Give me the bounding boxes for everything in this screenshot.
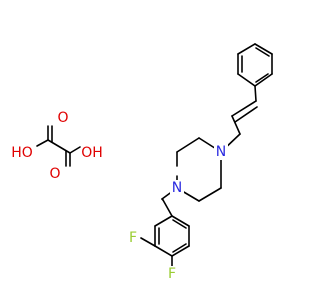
atom-f-left: F <box>129 230 137 246</box>
atom-f-bottom: F <box>168 266 176 282</box>
atom-n-upper: N <box>216 144 226 160</box>
bond <box>231 115 241 135</box>
atom-ho: HO <box>11 145 33 161</box>
bond <box>154 215 173 227</box>
bond <box>234 106 258 123</box>
atom-n-lower: N <box>172 180 182 196</box>
bond <box>171 215 190 227</box>
bond <box>255 73 269 83</box>
atom-o-top: O <box>57 110 68 126</box>
bond <box>254 85 257 102</box>
bond <box>69 146 81 154</box>
bond <box>172 219 187 229</box>
bond <box>162 199 173 217</box>
bond <box>255 47 270 57</box>
cinnamyl-group <box>231 43 273 135</box>
bond <box>176 137 200 153</box>
bond <box>140 237 156 247</box>
atom-labels: N N F F <box>126 144 228 282</box>
oxalic-acid: HO OH O O <box>11 110 103 182</box>
bond <box>254 43 273 55</box>
bond <box>231 100 257 117</box>
bond <box>36 139 49 147</box>
bond <box>237 43 256 55</box>
difluorobenzyl-group <box>140 198 190 267</box>
atom-o-bottom: O <box>49 166 60 182</box>
atom-oh: OH <box>81 145 103 161</box>
bond <box>198 187 222 202</box>
molecule-canvas: HO OH O O <box>11 43 273 282</box>
bond <box>254 73 273 87</box>
bond <box>154 245 173 257</box>
bond <box>172 243 187 253</box>
bond <box>237 73 256 87</box>
bond <box>171 245 190 257</box>
